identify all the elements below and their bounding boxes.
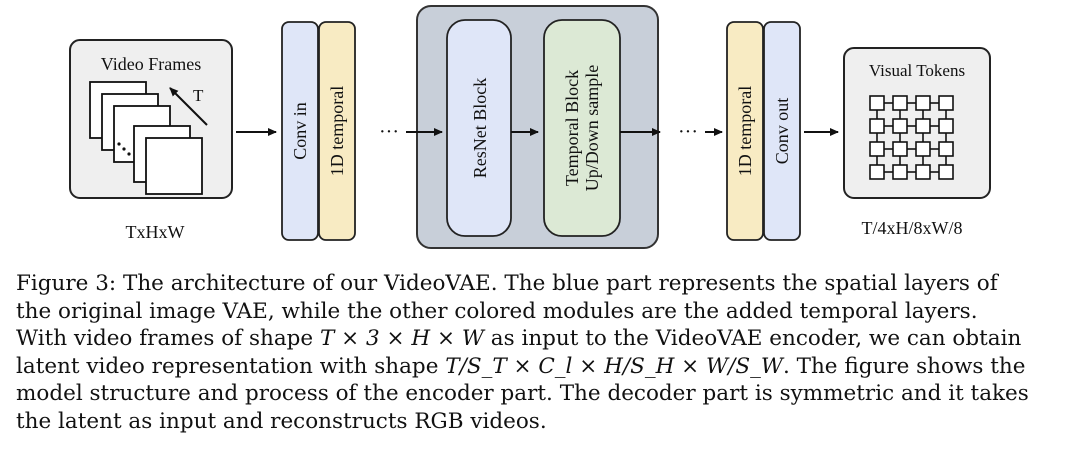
resnet-block-label: ResNet Block [470,78,490,179]
conv-out-label: Conv out [772,98,792,165]
caption-line-6: the latent as input and reconstructs RGB… [16,408,547,434]
token-cell [892,118,908,134]
temporal-block: Temporal Block Up/Down sample [543,19,621,237]
caption-line-2: the original image VAE, while the other … [16,298,978,324]
input-shape-label: TxHxW [126,222,185,242]
temporal-1d-in-label: 1D temporal [327,86,347,176]
token-cell [869,164,885,180]
temporal-block-label-line2: Up/Down sample [582,65,602,191]
caption-line-4-after: . The figure shows the [782,353,1026,379]
video-frames-title: Video Frames [101,54,201,74]
token-cell [869,118,885,134]
temporal-1d-out-block: 1D temporal [726,21,764,241]
token-cell [892,164,908,180]
token-cell [869,141,885,157]
resnet-block: ResNet Block [446,19,512,237]
token-cell [869,95,885,111]
video-frames-panel: Video Frames T [69,39,233,199]
figure-caption: Figure 3: The architecture of our VideoV… [16,270,1072,435]
token-cell [915,118,931,134]
token-cell [938,118,954,134]
caption-line-3-before: With video frames of shape [16,326,320,351]
temporal-block-label-line1: Temporal Block [562,70,582,186]
ellipsis-left: ··· [379,121,399,143]
output-shape-label: T/4xH/8xW/8 [862,218,963,238]
conv-in-block: Conv in [281,21,319,241]
caption-latent-shape-math: T/S_T × C_l × H/S_H × W/S_W [445,353,783,379]
token-cell [892,95,908,111]
token-cell [915,141,931,157]
temporal-1d-out-label: 1D temporal [735,86,755,176]
token-cell [938,164,954,180]
resnet-temporal-group: ResNet Block Temporal Block Up/Down samp… [406,5,661,249]
caption-line-3-after: as input to the VideoVAE encoder, we can… [483,326,1022,351]
architecture-diagram: Video Frames T TxHxW Conv in 1D temporal… [69,5,991,249]
visual-tokens-title: Visual Tokens [869,61,965,80]
time-axis-label: T [193,86,204,105]
token-cell [915,164,931,180]
visual-tokens-panel: Visual Tokens [843,47,991,199]
frame-stack-icon [89,81,203,195]
caption-line-4-before: latent video representation with shape [16,353,446,379]
token-cell [915,95,931,111]
token-cell [938,95,954,111]
conv-out-block: Conv out [763,21,801,241]
token-cell [892,141,908,157]
caption-line-5: model structure and process of the encod… [16,381,1029,406]
frame-dots [117,142,131,156]
caption-line-1: Figure 3: The architecture of our VideoV… [16,271,998,296]
temporal-1d-in-block: 1D temporal [318,21,356,241]
caption-input-shape-math: T × 3 × H × W [320,326,484,351]
token-grid-icon [869,95,954,180]
conv-in-label: Conv in [290,102,310,160]
token-cell [938,141,954,157]
time-axis-arrow [169,87,208,126]
ellipsis-right: ··· [678,121,698,143]
